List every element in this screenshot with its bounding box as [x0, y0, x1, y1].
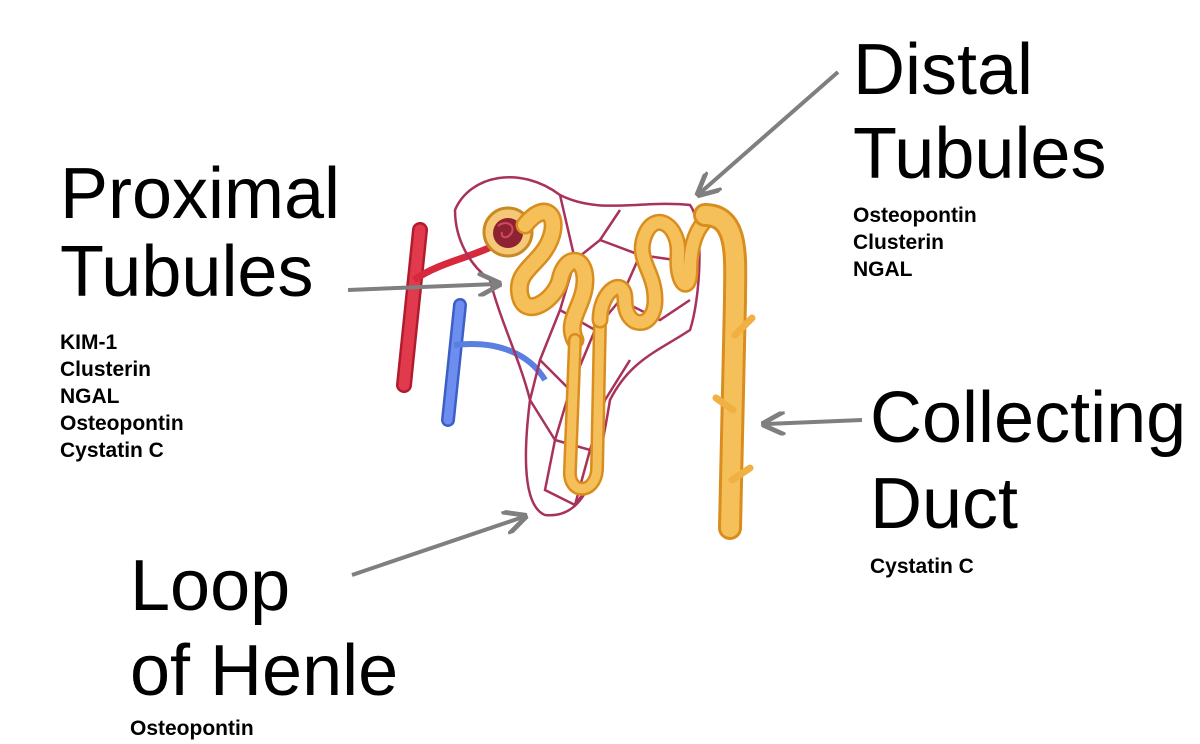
title-line: Loop	[130, 550, 398, 622]
marker-item: Clusterin	[853, 229, 977, 256]
marker-item: Osteopontin	[853, 202, 977, 229]
distal-tubules-title: Distal Tubules	[853, 34, 1106, 190]
title-line: Collecting	[870, 382, 1186, 454]
collecting-markers-list: Cystatin C	[870, 553, 974, 580]
proximal-tubule-shape	[519, 212, 585, 340]
title-line: Tubules	[853, 118, 1106, 190]
distal-tubule-shape	[600, 215, 715, 323]
marker-item: KIM-1	[60, 329, 184, 356]
marker-item: Osteopontin	[60, 410, 184, 437]
arrow-collecting	[766, 420, 862, 424]
loop-markers-list: Osteopontin	[130, 715, 254, 742]
arrow-proximal	[348, 284, 497, 290]
marker-item: Cystatin C	[870, 553, 974, 580]
marker-item: NGAL	[60, 383, 184, 410]
title-line: Distal	[853, 34, 1106, 106]
marker-item: Cystatin C	[60, 437, 184, 464]
collecting-duct-shape	[705, 215, 752, 528]
proximal-tubules-title: Proximal Tubules	[60, 158, 340, 308]
arrow-distal	[700, 72, 838, 193]
title-line: of Henle	[130, 635, 398, 707]
marker-item: NGAL	[853, 256, 977, 283]
distal-markers-list: Osteopontin Clusterin NGAL	[853, 202, 977, 283]
title-line: Proximal	[60, 158, 340, 230]
marker-item: Clusterin	[60, 356, 184, 383]
marker-item: Osteopontin	[130, 715, 254, 742]
collecting-duct-title: Collecting Duct	[870, 382, 1186, 540]
loop-of-henle-title: Loop of Henle	[130, 550, 398, 707]
title-line: Tubules	[60, 236, 340, 308]
title-line: Duct	[870, 468, 1186, 540]
loop-of-henle-shape	[570, 320, 600, 489]
proximal-markers-list: KIM-1 Clusterin NGAL Osteopontin Cystati…	[60, 329, 184, 464]
